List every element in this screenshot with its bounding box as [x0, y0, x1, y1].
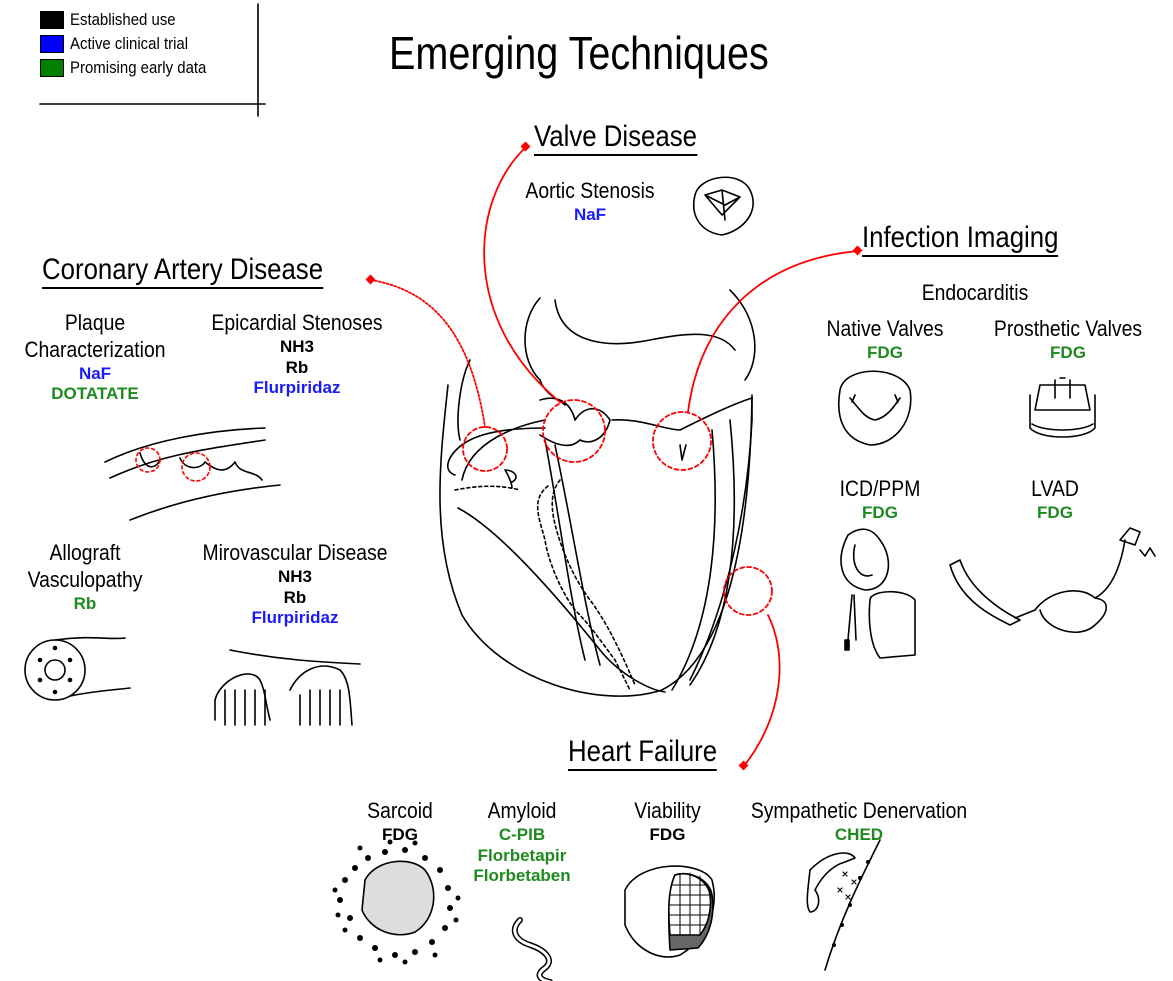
- tracer-dotatate: DOTATATE: [0, 384, 190, 405]
- prosthetic-valves-block: Prosthetic Valves FDG: [968, 316, 1168, 364]
- plaque-vessel-icon: [105, 428, 280, 520]
- legend-item-active: Active clinical trial: [40, 32, 225, 56]
- aortic-stenosis-block: Aortic Stenosis NaF: [510, 178, 670, 226]
- tracer-nh3: NH3: [182, 337, 412, 358]
- legend-swatch-blue: [40, 35, 64, 53]
- tracer-rb: Rb: [170, 588, 420, 609]
- legend: Established use Active clinical trial Pr…: [40, 8, 225, 80]
- tracer-naf: NaF: [0, 364, 190, 385]
- plaque-label-1: Plaque: [11, 310, 178, 337]
- tracer-flurpiridaz: Flurpiridaz: [182, 378, 412, 399]
- microvascular-label: Mirovascular Disease: [185, 540, 405, 567]
- native-valves-block: Native Valves FDG: [800, 316, 970, 364]
- prosthetic-valve-icon: [1030, 378, 1095, 437]
- microvasculature-icon: [215, 650, 360, 725]
- sympathetic-block: Sympathetic Denervation CHED: [718, 798, 1000, 846]
- icd-block: ICD/PPM FDG: [820, 476, 940, 524]
- page-title: Emerging Techniques: [389, 26, 769, 80]
- tracer-c-pib: C-PIB: [462, 825, 582, 846]
- aortic-valve-icon: [694, 177, 753, 235]
- viability-block: Viability FDG: [610, 798, 725, 846]
- heart-failure-heading: Heart Failure: [568, 735, 717, 771]
- allograft-block: Allograft Vasculopathy Rb: [0, 540, 170, 614]
- amyloid-fibril-icon: [515, 920, 550, 981]
- endocarditis-label: Endocarditis: [900, 280, 1050, 307]
- amyloid-block: Amyloid C-PIB Florbetapir Florbetaben: [462, 798, 582, 887]
- allograft-label-2: Vasculopathy: [10, 567, 160, 594]
- prosthetic-valves-label: Prosthetic Valves: [980, 316, 1156, 343]
- tracer-rb: Rb: [182, 358, 412, 379]
- sarcoid-label: Sarcoid: [352, 798, 449, 825]
- epicardial-label: Epicardial Stenoses: [196, 310, 398, 337]
- lvad-icon: [950, 528, 1155, 632]
- allograft-label-1: Allograft: [10, 540, 160, 567]
- tracer-fdg: FDG: [345, 825, 455, 846]
- amyloid-label: Amyloid: [469, 798, 575, 825]
- tracer-florbetaben: Florbetaben: [462, 866, 582, 887]
- tracer-rb: Rb: [0, 594, 170, 615]
- cad-heading: Coronary Artery Disease: [42, 253, 323, 289]
- legend-swatch-green: [40, 59, 64, 77]
- tracer-fdg: FDG: [1000, 503, 1110, 524]
- microvascular-block: Mirovascular Disease NH3 Rb Flurpiridaz: [170, 540, 420, 629]
- lvad-label: LVAD: [1007, 476, 1104, 503]
- allograft-vessel-icon: [25, 638, 130, 700]
- sarcoid-icon: [333, 840, 461, 965]
- connectors: [366, 142, 863, 771]
- legend-item-established: Established use: [40, 8, 225, 32]
- icd-device-icon: [841, 529, 915, 658]
- tracer-fdg: FDG: [800, 343, 970, 364]
- viability-heart-icon: [625, 866, 714, 957]
- tracer-fdg: FDG: [610, 825, 725, 846]
- native-valves-label: Native Valves: [810, 316, 960, 343]
- tracer-florbetapir: Florbetapir: [462, 846, 582, 867]
- tracer-fdg: FDG: [968, 343, 1168, 364]
- sarcoid-block: Sarcoid FDG: [345, 798, 455, 846]
- plaque-label-2: Characterization: [11, 337, 178, 364]
- tracer-ched: CHED: [718, 825, 1000, 846]
- aortic-stenosis-label: Aortic Stenosis: [520, 178, 661, 205]
- legend-label: Promising early data: [70, 58, 206, 78]
- sympathetic-label: Sympathetic Denervation: [735, 798, 983, 825]
- lvad-block: LVAD FDG: [1000, 476, 1110, 524]
- sympathetic-nerve-icon: [807, 840, 880, 970]
- native-valve-icon: [839, 371, 911, 445]
- valve-disease-heading: Valve Disease: [534, 120, 697, 156]
- icd-label: ICD/PPM: [827, 476, 933, 503]
- tracer-flurpiridaz: Flurpiridaz: [170, 608, 420, 629]
- viability-label: Viability: [617, 798, 718, 825]
- heart-illustration: [440, 290, 755, 696]
- legend-item-promising: Promising early data: [40, 56, 225, 80]
- tracer-fdg: FDG: [820, 503, 940, 524]
- legend-label: Established use: [70, 10, 176, 30]
- epicardial-block: Epicardial Stenoses NH3 Rb Flurpiridaz: [182, 310, 412, 399]
- plaque-block: Plaque Characterization NaF DOTATATE: [0, 310, 190, 405]
- legend-label: Active clinical trial: [70, 34, 188, 54]
- tracer-nh3: NH3: [170, 567, 420, 588]
- legend-swatch-black: [40, 11, 64, 29]
- tracer-naf: NaF: [510, 205, 670, 226]
- infection-heading: Infection Imaging: [862, 221, 1058, 257]
